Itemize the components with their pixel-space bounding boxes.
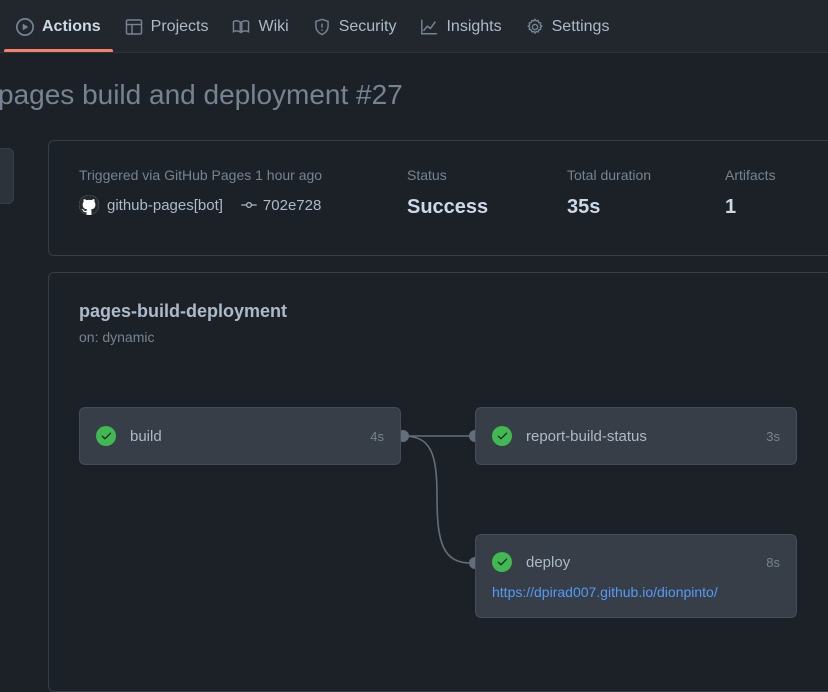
job-name: build (130, 427, 162, 445)
nav-item-actions[interactable]: Actions (4, 0, 113, 53)
play-circle-icon (16, 17, 34, 36)
summary-column-status: Status Success (407, 165, 567, 219)
shield-icon (313, 18, 331, 36)
job-row: build 4s (96, 426, 384, 446)
page-title: pages build and deployment #27 (0, 79, 403, 110)
actor-name[interactable]: github-pages[bot] (107, 196, 223, 214)
job-node-report-build-status[interactable]: report-build-status 3s (475, 407, 797, 465)
nav-label-security: Security (338, 17, 397, 35)
job-name: deploy (526, 553, 571, 571)
commit-chip[interactable]: 702e728 (241, 197, 321, 214)
nav-label-wiki: Wiki (258, 17, 289, 35)
job-duration: 8s (766, 554, 780, 570)
job-node-build[interactable]: build 4s (79, 407, 401, 465)
summary-column-artifacts: Artifacts 1 (725, 165, 828, 219)
job-duration: 3s (766, 428, 780, 444)
workflow-trigger: on: dynamic (79, 329, 155, 345)
job-row: report-build-status 3s (492, 426, 780, 446)
summary-column-duration: Total duration 35s (567, 165, 725, 219)
job-node-deploy[interactable]: deploy 8s https://dpirad007.github.io/di… (475, 534, 797, 618)
artifacts-label: Artifacts (725, 167, 776, 183)
duration-value: 35s (567, 196, 601, 218)
nav-item-projects[interactable]: Projects (113, 0, 221, 53)
github-avatar-icon (79, 195, 99, 215)
repo-nav: Actions Projects Wiki Security Insights … (0, 0, 828, 53)
nav-label-insights: Insights (446, 17, 502, 35)
status-label: Status (407, 167, 447, 183)
run-summary-card: Triggered via GitHub Pages 1 hour ago gi… (48, 140, 828, 256)
actor-row: github-pages[bot] 702e728 (79, 195, 407, 215)
deploy-url-link[interactable]: https://dpirad007.github.io/dionpinto/ (492, 584, 718, 600)
gear-icon (526, 18, 544, 36)
check-circle-icon (492, 426, 512, 446)
workflow-graph-card: pages-build-deployment on: dynamic build… (48, 272, 828, 692)
nav-label-actions: Actions (42, 17, 101, 35)
artifacts-value[interactable]: 1 (725, 196, 737, 218)
summary-column-trigger: Triggered via GitHub Pages 1 hour ago gi… (79, 165, 407, 215)
book-icon (232, 18, 250, 36)
git-commit-icon (241, 197, 257, 213)
commit-sha: 702e728 (262, 196, 322, 214)
sidebar-stub (0, 148, 14, 204)
job-row: deploy 8s (492, 552, 780, 572)
table-icon (125, 18, 143, 36)
nav-item-insights[interactable]: Insights (408, 0, 513, 53)
nav-label-settings: Settings (551, 17, 610, 35)
workflow-name: pages-build-deployment (79, 301, 288, 321)
trigger-label: Triggered via GitHub Pages 1 hour ago (79, 167, 323, 183)
job-graph: build 4s report-build-status 3s (79, 401, 828, 691)
nav-item-security[interactable]: Security (301, 0, 409, 53)
nav-label-projects: Projects (150, 17, 209, 35)
job-name: report-build-status (526, 427, 647, 445)
graph-icon (420, 18, 438, 36)
job-duration: 4s (370, 428, 384, 444)
nav-item-wiki[interactable]: Wiki (220, 0, 300, 53)
duration-label: Total duration (567, 167, 652, 183)
status-value: Success (407, 196, 489, 218)
check-circle-icon (492, 552, 512, 572)
check-circle-icon (96, 426, 116, 446)
nav-item-settings[interactable]: Settings (514, 0, 622, 53)
content-area: Triggered via GitHub Pages 1 hour ago gi… (48, 140, 828, 692)
